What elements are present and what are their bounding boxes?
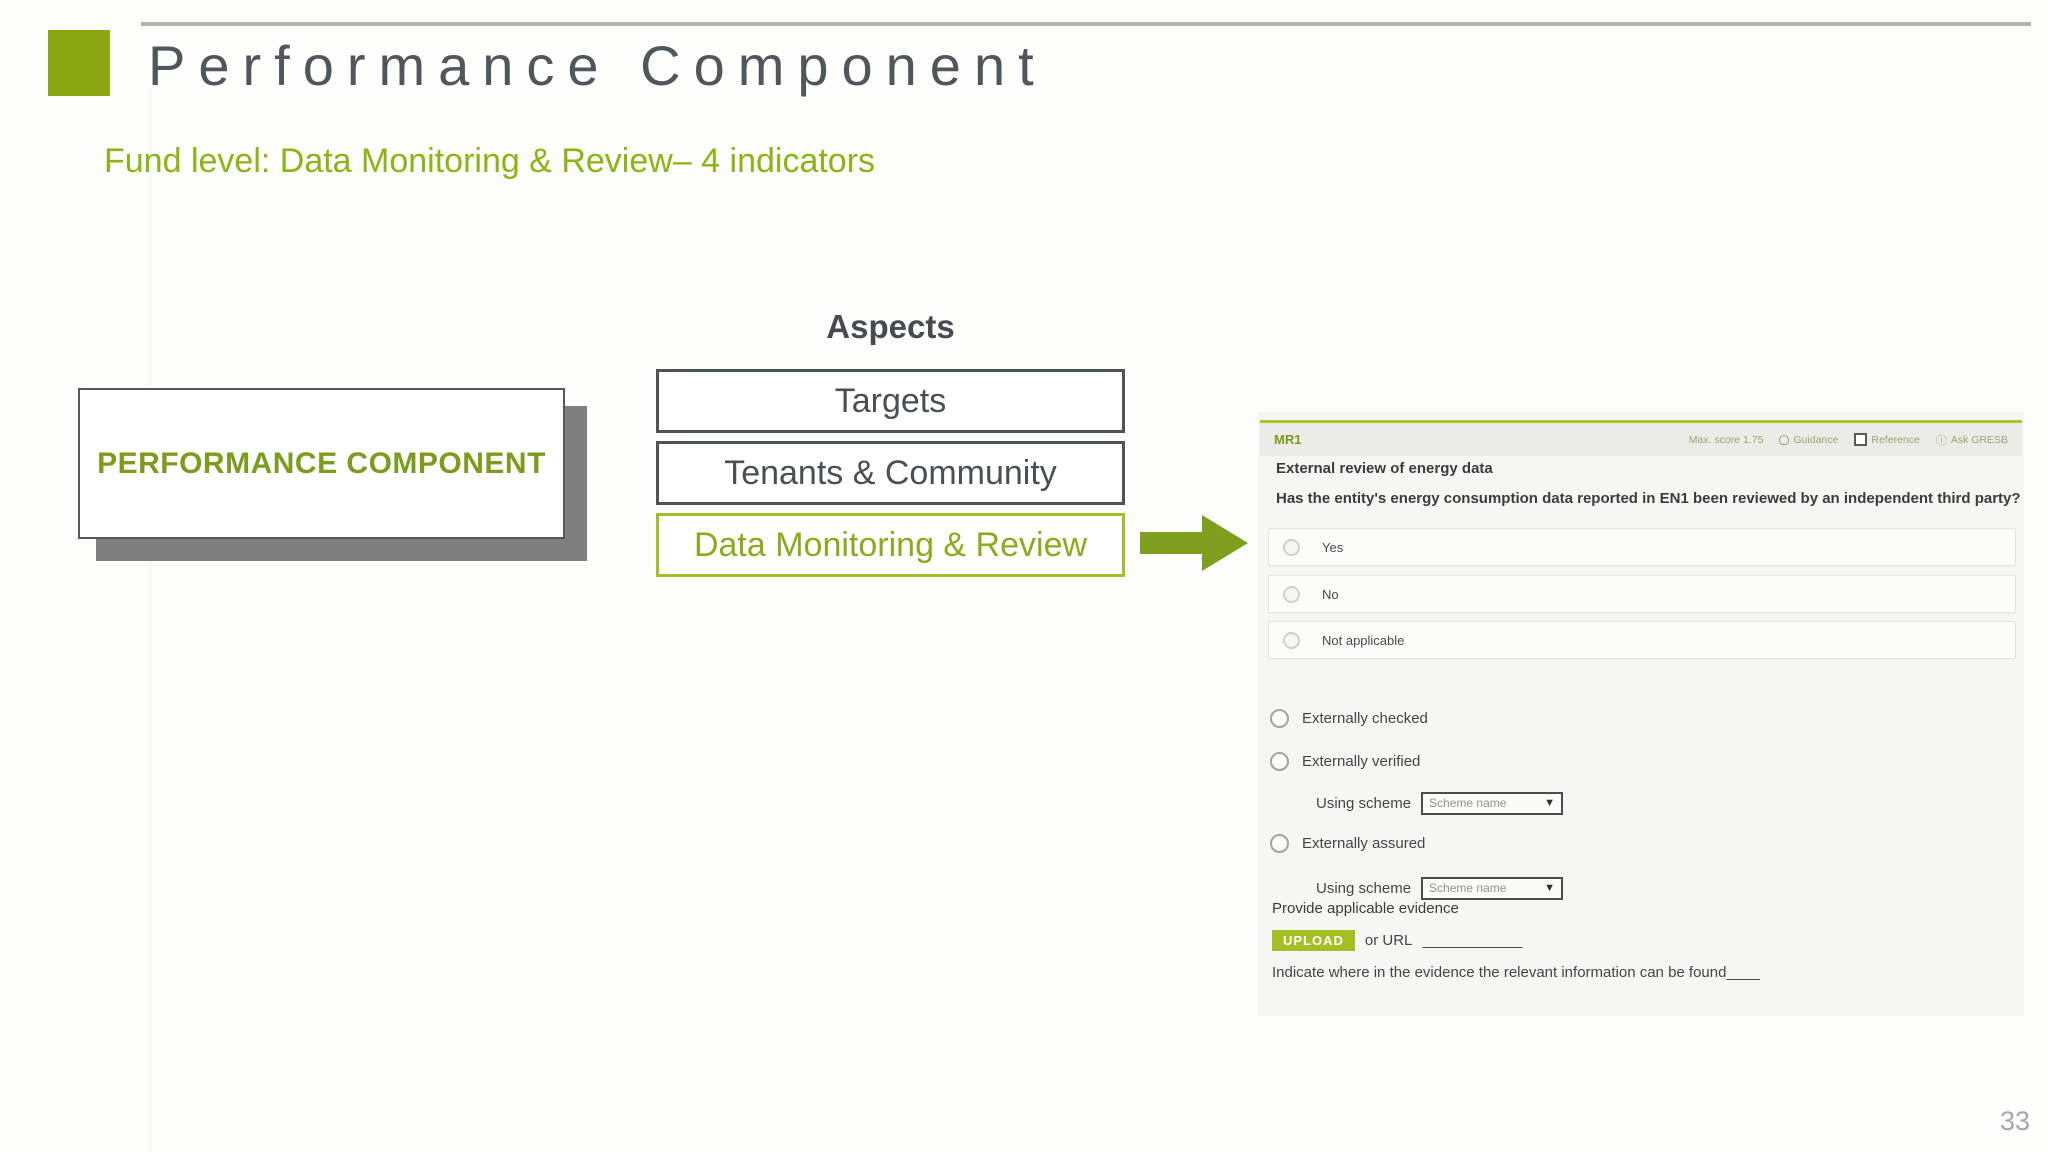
aspect-label-tenants-community: Tenants & Community xyxy=(724,453,1057,492)
indicate-row: Indicate where in the evidence the relev… xyxy=(1272,964,1760,981)
indicate-label: Indicate where in the evidence the relev… xyxy=(1272,964,1727,981)
ask-gresb-label: Ask GRESB xyxy=(1950,433,2008,446)
form-top-rule xyxy=(1260,420,2022,423)
scheme-dropdown-assured[interactable]: Scheme name ▼ xyxy=(1421,876,1564,900)
radio-externally-verified[interactable] xyxy=(1270,751,1289,771)
chevron-down-icon: ▼ xyxy=(1544,881,1556,894)
radio-no[interactable] xyxy=(1283,585,1300,603)
ask-gresb-link[interactable]: ⓘ Ask GRESB xyxy=(1936,432,2008,448)
aspects-heading: Aspects xyxy=(826,308,955,345)
evidence-label: Provide applicable evidence xyxy=(1272,900,1459,917)
scheme-dropdown-value: Scheme name xyxy=(1429,796,1507,810)
slide-subtitle: Fund level: Data Monitoring & Review– 4 … xyxy=(104,142,876,180)
reference-link[interactable]: Reference xyxy=(1854,433,1920,446)
arrow-right-icon xyxy=(1140,515,1248,571)
scheme-dropdown-verified[interactable]: Scheme name ▼ xyxy=(1421,791,1564,815)
checkbox-icon xyxy=(1854,433,1868,446)
chevron-down-icon: ▼ xyxy=(1544,796,1556,809)
max-score: Max. score 1.75 xyxy=(1689,434,1764,446)
guidance-label: Guidance xyxy=(1793,433,1839,446)
using-scheme-row-assured: Using scheme Scheme name ▼ xyxy=(1316,876,1564,900)
using-scheme-label: Using scheme xyxy=(1316,879,1412,897)
form-title: External review of energy data xyxy=(1276,460,1493,477)
option-externally-verified[interactable]: Externally verified xyxy=(1270,751,1420,771)
label-externally-verified: Externally verified xyxy=(1302,752,1421,770)
url-input-blank[interactable]: ____________ xyxy=(1422,932,1523,949)
option-label-no: No xyxy=(1322,586,1339,602)
label-externally-assured: Externally assured xyxy=(1302,834,1426,852)
aspect-box-data-monitoring-review: Data Monitoring & Review xyxy=(656,513,1125,577)
max-score-label: Max. score 1.75 xyxy=(1688,433,1764,446)
option-row-yes[interactable]: Yes xyxy=(1268,528,2016,566)
using-scheme-label: Using scheme xyxy=(1316,794,1412,812)
option-externally-checked[interactable]: Externally checked xyxy=(1270,708,1428,728)
performance-component-label: PERFORMANCE COMPONENT xyxy=(97,446,546,480)
lightbulb-icon xyxy=(1779,434,1790,445)
option-externally-assured[interactable]: Externally assured xyxy=(1270,833,1425,853)
slide-guide-line xyxy=(150,88,151,1152)
accent-square-icon xyxy=(48,30,110,96)
label-externally-checked: Externally checked xyxy=(1302,709,1428,727)
or-url-label: or URL xyxy=(1364,932,1413,949)
option-row-no[interactable]: No xyxy=(1268,575,2016,613)
indicate-input-blank[interactable]: ____ xyxy=(1726,964,1760,981)
radio-not-applicable[interactable] xyxy=(1283,631,1300,649)
option-row-not-applicable[interactable]: Not applicable xyxy=(1268,621,2016,659)
option-label-yes: Yes xyxy=(1322,539,1344,555)
assessment-form-screenshot: MR1 Max. score 1.75 Guidance Reference ⓘ… xyxy=(1258,412,2024,1016)
upload-row: UPLOAD or URL ____________ xyxy=(1272,930,1523,951)
page-number: 33 xyxy=(2000,1106,2031,1136)
guidance-link[interactable]: Guidance xyxy=(1779,434,1838,446)
radio-externally-assured[interactable] xyxy=(1270,833,1289,853)
top-rule-divider xyxy=(141,22,2031,26)
form-header-bar: MR1 Max. score 1.75 Guidance Reference ⓘ… xyxy=(1260,423,2022,456)
performance-component-box: PERFORMANCE COMPONENT xyxy=(78,388,565,539)
reference-label: Reference xyxy=(1871,433,1920,446)
page-title: Performance Component xyxy=(148,34,1047,97)
radio-externally-checked[interactable] xyxy=(1270,708,1289,728)
aspect-label-targets: Targets xyxy=(834,381,947,420)
form-question: Has the entity's energy consumption data… xyxy=(1276,490,2021,507)
aspect-box-targets: Targets xyxy=(656,369,1125,433)
info-icon: ⓘ xyxy=(1935,434,1947,447)
form-header-meta: Max. score 1.75 Guidance Reference ⓘ Ask… xyxy=(1689,432,2008,448)
aspect-box-tenants-community: Tenants & Community xyxy=(656,441,1125,505)
aspect-label-data-monitoring-review: Data Monitoring & Review xyxy=(693,525,1088,564)
scheme-dropdown-value: Scheme name xyxy=(1429,881,1507,895)
option-label-not-applicable: Not applicable xyxy=(1322,632,1405,648)
upload-button[interactable]: UPLOAD xyxy=(1272,930,1355,951)
indicator-code: MR1 xyxy=(1274,432,1302,447)
radio-yes[interactable] xyxy=(1283,538,1300,556)
using-scheme-row-verified: Using scheme Scheme name ▼ xyxy=(1316,791,1564,815)
